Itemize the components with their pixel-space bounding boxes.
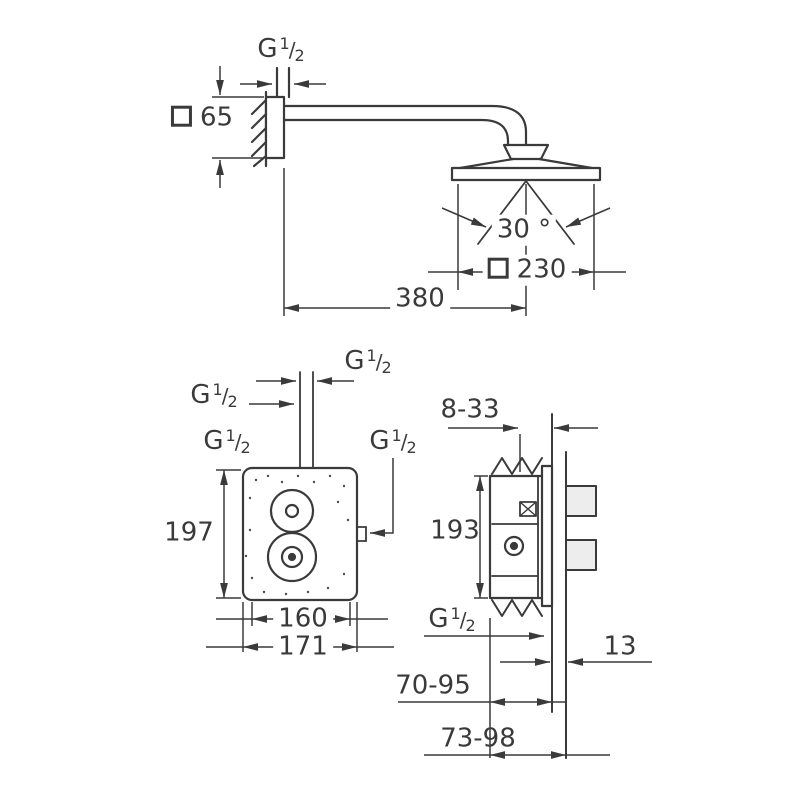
dim-label-head-size: 230 [482,254,572,286]
rough-in-body-drawing [488,413,597,759]
square-symbol-icon [170,105,192,127]
square-symbol-icon [487,257,509,279]
dim-label-depth-min: 70-95 [395,670,471,701]
dim-label-width-outer: 171 [273,631,333,663]
dim-label-plate-height: 197 [164,517,214,548]
plate-texture-dots [244,474,350,596]
dim-label-mount-adjust: 8-33 [440,394,500,425]
dim-label-width-inner: 160 [273,603,333,635]
dimension-lines [206,66,652,759]
dim-label-depth-max: 73-98 [440,723,516,754]
dim-label-spray-angle: 30 ° [491,214,557,246]
dim-label-arm-flange: 65 [170,103,233,133]
dim-label-arm-projection: 380 [390,283,450,315]
dim-label-wall-panel: 13 [603,631,637,662]
dim-label-body-height: 193 [430,515,480,546]
mixer-plate-drawing [241,371,367,602]
